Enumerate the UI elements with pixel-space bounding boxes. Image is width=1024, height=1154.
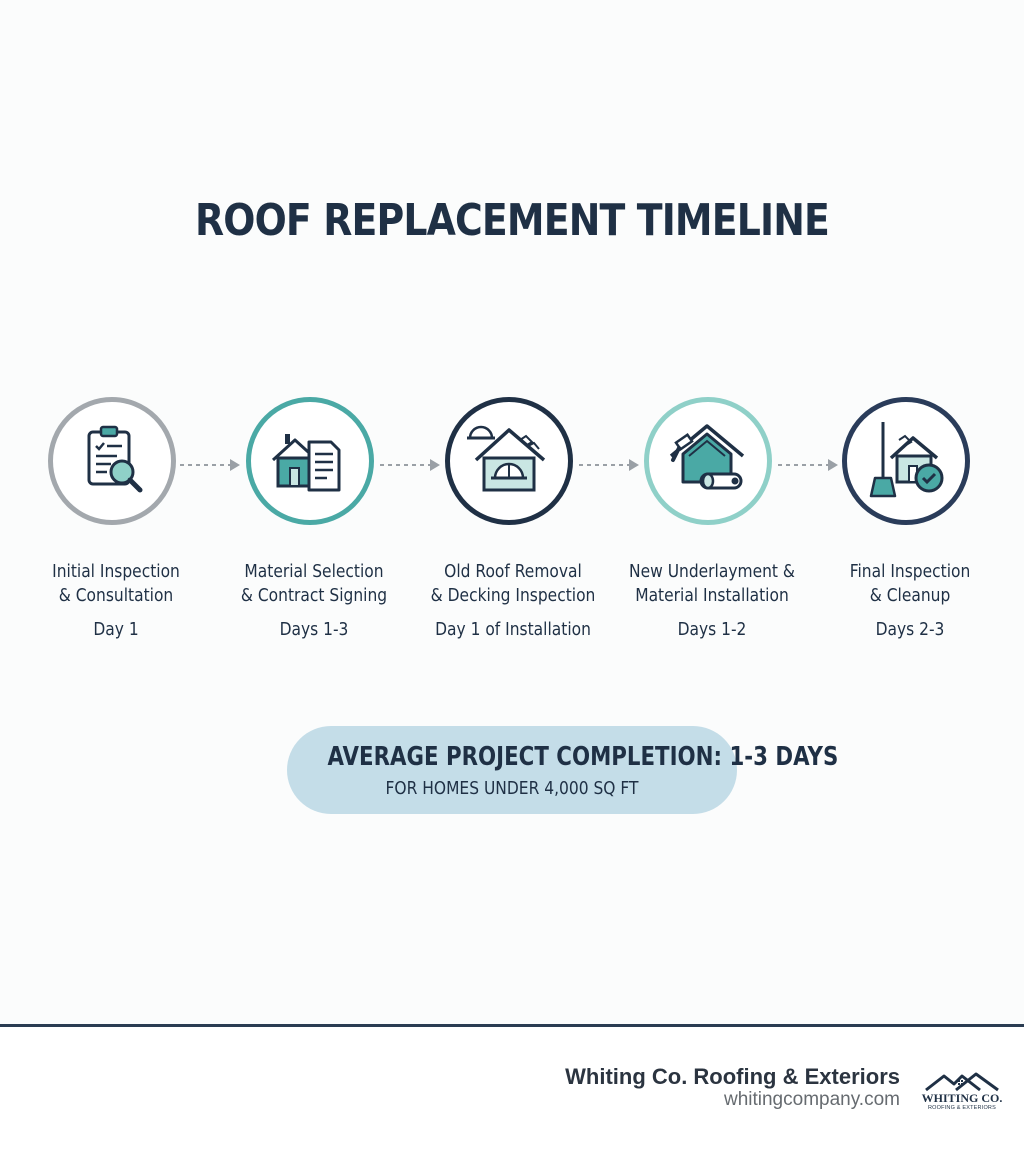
footer: [0, 1027, 1024, 1154]
connector-arrow-2: [380, 459, 440, 471]
step-3-duration: Day 1 of Installation: [435, 619, 591, 640]
step-3-circle: [445, 397, 573, 525]
house-hardhat-icon: [467, 425, 546, 492]
step-3-label: Old Roof Removal & Decking Inspection: [430, 561, 596, 606]
company-logo-roof-icon: [925, 1072, 999, 1092]
step-1-duration: Day 1: [93, 619, 139, 640]
completion-summary-pill: AVERAGE PROJECT COMPLETION: 1-3 DAYS FOR…: [287, 726, 839, 814]
clipboard-magnifier-icon: [87, 425, 143, 493]
house-contract-icon: [271, 434, 341, 492]
step-2-duration: Days 1-3: [279, 619, 349, 640]
step-4-label: New Underlayment & Material Installation: [629, 561, 795, 606]
company-name: Whiting Co. Roofing & Exteriors: [565, 1064, 900, 1089]
step-1-circle: [48, 397, 176, 525]
step-2-label: Material Selection & Contract Signing: [240, 561, 388, 606]
step-4-duration: Days 1-2: [677, 619, 747, 640]
step-1-label: Initial Inspection & Consultation: [52, 561, 180, 606]
logo-wordmark: WHITING CO.: [921, 1091, 1003, 1105]
house-check-broom-icon: [869, 422, 944, 498]
step-5-circle: [842, 397, 970, 525]
step-5-label: Final Inspection & Cleanup: [849, 561, 971, 606]
step-2-circle: [246, 397, 374, 525]
connector-arrow-3: [579, 459, 639, 471]
step-5-duration: Days 2-3: [875, 619, 945, 640]
page-title: ROOF REPLACEMENT TIMELINE: [194, 195, 830, 246]
footer-divider: [0, 1024, 1024, 1027]
house-roll-icon: [669, 424, 745, 490]
connector-arrow-1: [180, 459, 240, 471]
connector-arrow-4: [778, 459, 838, 471]
company-url: whitingcompany.com: [723, 1089, 900, 1110]
completion-headline: AVERAGE PROJECT COMPLETION: 1-3 DAYS: [327, 742, 839, 772]
completion-subtext: FOR HOMES UNDER 4,000 SQ FT: [385, 778, 639, 799]
logo-tagline: ROOFING & EXTERIORS: [928, 1105, 996, 1111]
step-4-circle: [644, 397, 772, 525]
